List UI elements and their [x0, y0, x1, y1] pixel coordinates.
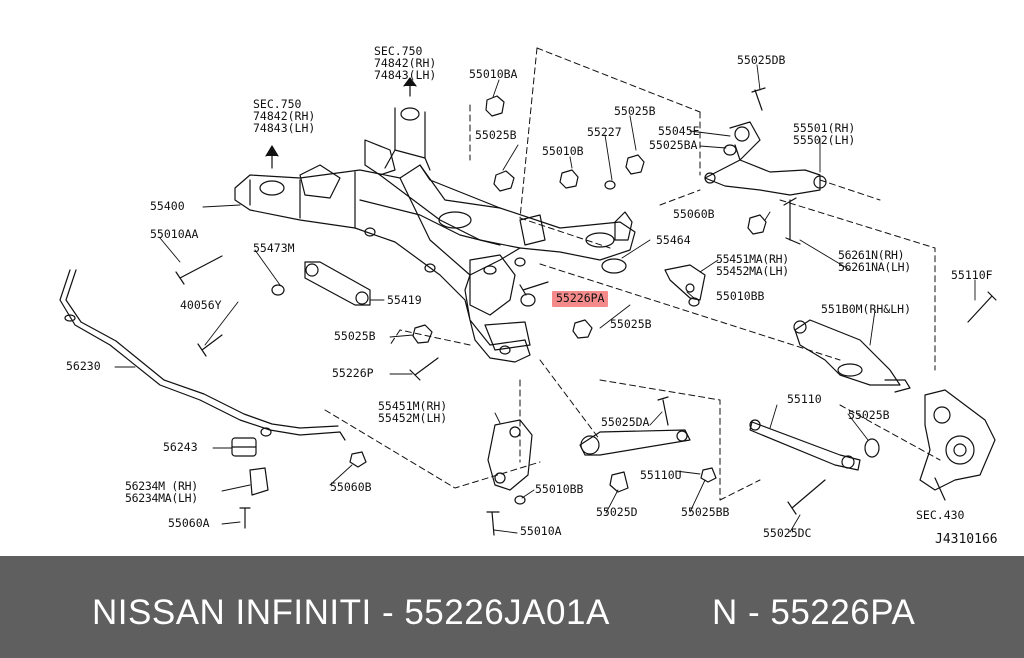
- label-55025ba: 55025BA: [649, 138, 698, 152]
- label-56230: 56230: [66, 359, 101, 373]
- label-55025d: 55025D: [596, 505, 638, 519]
- bolts: [175, 255, 997, 536]
- banner-nissan-part-number: N - 55226PA: [712, 593, 916, 632]
- label-55060b-2: 55060B: [330, 480, 372, 494]
- label-sec430: SEC.430: [916, 508, 965, 522]
- label-551b0m: 551B0M(RH&LH): [821, 302, 912, 316]
- label-55010ba: 55010BA: [469, 67, 518, 81]
- label-55060a: 55060A: [168, 516, 210, 530]
- label-55010bb-2: 55010BB: [535, 482, 584, 496]
- label-55025b-5: 55025B: [848, 408, 890, 422]
- label-55025db: 55025DB: [737, 53, 786, 67]
- label-55451ma: 55451MA(RH) 55452MA(LH): [716, 252, 789, 278]
- subframe-55400: [234, 107, 636, 363]
- label-55025da: 55025DA: [601, 415, 650, 429]
- link-55473m: [304, 261, 371, 306]
- label-55010b: 55010B: [542, 144, 584, 158]
- label-55025dc: 55025DC: [763, 526, 812, 540]
- assembly-boundary-lines: [324, 47, 941, 501]
- label-55227: 55227: [587, 125, 622, 139]
- label-55451m: 55451M(RH) 55452M(LH): [378, 399, 448, 425]
- label-55419: 55419: [387, 293, 422, 307]
- label-55464: 55464: [656, 233, 691, 247]
- label-sec750-top: SEC.750 74842(RH) 74843(LH): [374, 44, 437, 82]
- diagram-code: J4310166: [935, 532, 998, 547]
- label-sec750-left: SEC.750 74842(RH) 74843(LH): [253, 97, 316, 135]
- label-55025b-1: 55025B: [475, 128, 517, 142]
- label-55501: 55501(RH) 55502(LH): [793, 121, 856, 147]
- label-55045e: 55045E: [658, 124, 700, 138]
- label-56261n: 56261N(RH) 56261NA(LH): [838, 248, 911, 274]
- label-55010a: 55010A: [520, 524, 562, 538]
- lower-arm-551b0m: [793, 319, 911, 393]
- label-56234m: 56234M (RH) 56234MA(LH): [125, 479, 198, 505]
- label-55110u: 55110U: [640, 468, 682, 482]
- rear-suspension-drawing: [59, 47, 997, 536]
- label-56243: 56243: [163, 440, 198, 454]
- label-55226pa-highlight: 55226PA: [552, 291, 609, 307]
- label-55025bb: 55025BB: [681, 505, 730, 519]
- stabilizer-bar-56230: [59, 269, 346, 457]
- label-55110: 55110: [787, 392, 822, 406]
- upper-arm-55501: [704, 87, 827, 196]
- label-55226p: 55226P: [332, 366, 374, 380]
- label-55400: 55400: [150, 199, 185, 213]
- knuckle-sec430: [919, 389, 996, 501]
- leader-lines: [114, 64, 976, 534]
- label-55010bb-1: 55010BB: [716, 289, 765, 303]
- label-55473m: 55473M: [253, 241, 295, 255]
- part-number-banner: NISSAN INFINITI - 55226JA01A N - 55226PA: [0, 556, 1024, 658]
- label-40056y: 40056Y: [180, 298, 222, 312]
- label-55060b: 55060B: [673, 207, 715, 221]
- label-55010aa: 55010AA: [150, 227, 199, 241]
- label-55025b-2: 55025B: [614, 104, 656, 118]
- label-55110f: 55110F: [951, 268, 993, 282]
- nuts-washers: [271, 95, 880, 505]
- label-55025b-4: 55025B: [334, 329, 376, 343]
- banner-oem-part-number: NISSAN INFINITI - 55226JA01A: [92, 593, 610, 632]
- label-55025b-3: 55025B: [610, 317, 652, 331]
